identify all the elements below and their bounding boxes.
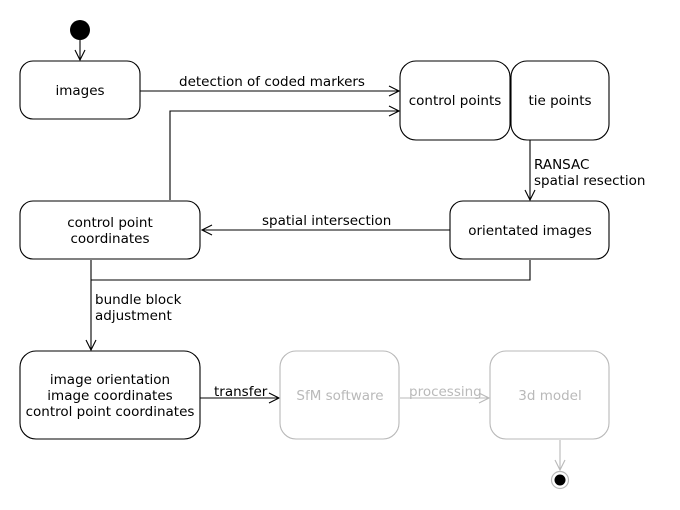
node-label-line: image coordinates <box>47 388 172 404</box>
node-label-line: control point coordinates <box>26 404 195 420</box>
node-tie-points: tie points <box>510 60 610 141</box>
svg-text:SfM software: SfM software <box>296 388 383 404</box>
node-3d-model: 3d model <box>489 350 610 440</box>
node-control-points: control points <box>399 60 511 141</box>
node-label-line: coordinates <box>70 231 149 247</box>
edge-label-line: detection of coded markers <box>179 74 365 90</box>
edge-label-line: processing <box>409 384 482 400</box>
svg-text:orientated images: orientated images <box>468 223 592 239</box>
node-label-line: SfM software <box>296 388 383 404</box>
node-images: images <box>19 60 141 120</box>
edge-label-line: transfer <box>214 384 268 400</box>
edge-coordinates-to-control-points <box>169 111 399 200</box>
edge-label-line: spatial resection <box>534 173 645 189</box>
edge-label-line: RANSAC <box>534 157 589 173</box>
edge-label-line: spatial intersection <box>262 213 391 229</box>
node-label-line: tie points <box>528 93 591 109</box>
node-orientated-images: orientated images <box>449 200 610 260</box>
node-label-line: images <box>55 83 104 99</box>
node-label-line: 3d model <box>518 388 582 404</box>
label-transfer: transfer <box>214 384 268 400</box>
edge-label-line: bundle block <box>95 292 182 308</box>
svg-text:3d model: 3d model <box>518 388 582 404</box>
label-detection: detection of coded markers <box>179 74 365 90</box>
svg-text:control points: control points <box>409 93 502 109</box>
start-node <box>70 20 90 40</box>
svg-text:images: images <box>55 83 104 99</box>
node-sfm-software: SfM software <box>279 350 400 440</box>
label-intersection: spatial intersection <box>262 213 391 229</box>
node-label-line: image orientation <box>50 372 170 388</box>
end-node <box>550 470 570 490</box>
edge-orientated-merge <box>91 260 531 281</box>
node-label-line: control point <box>67 215 153 231</box>
svg-text:tie points: tie points <box>528 93 591 109</box>
label-processing: processing <box>409 384 482 400</box>
edge-label-line: adjustment <box>95 308 172 324</box>
node-label-line: control points <box>409 93 502 109</box>
node-label-line: orientated images <box>468 223 592 239</box>
